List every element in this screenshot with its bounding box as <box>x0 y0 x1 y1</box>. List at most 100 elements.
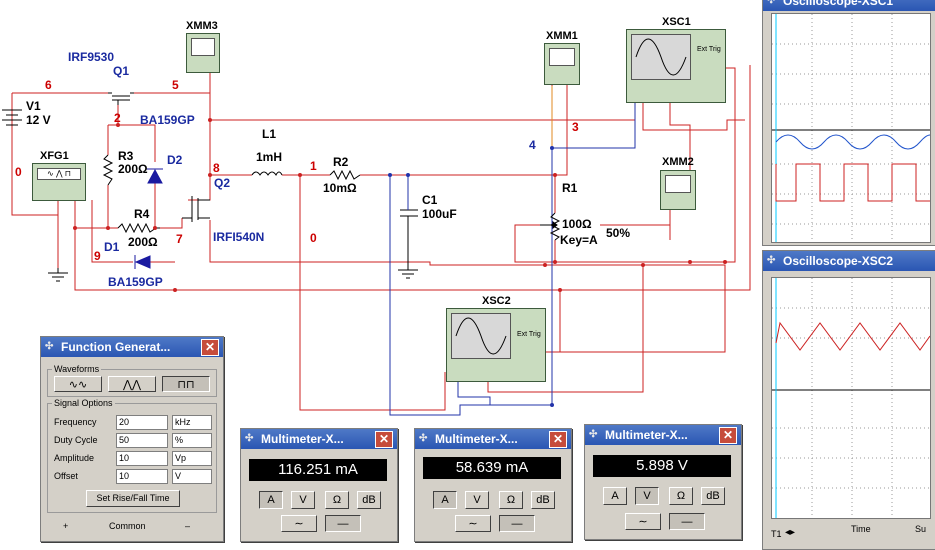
triangle-wave-button[interactable]: ⋀⋀ <box>108 376 156 392</box>
amplitude-input[interactable]: 10 <box>116 451 168 466</box>
xsc1-instrument[interactable]: Ext Trig <box>626 29 726 103</box>
function-generator-titlebar[interactable]: ✣ Function Generat... <box>41 337 223 357</box>
voltmeter-button[interactable]: V <box>291 491 315 509</box>
close-icon: ✕ <box>378 432 390 446</box>
duty-cycle-input[interactable]: 50 <box>116 433 168 448</box>
ac-mode-button[interactable]: ∼ <box>625 513 661 530</box>
v1-value: 12 V <box>26 113 51 127</box>
offset-unit-select[interactable]: V <box>172 469 212 484</box>
signal-options-group: Signal Options Frequency 20 kHz Duty Cyc… <box>47 398 217 513</box>
multimeter-1-title: Multimeter-X... <box>261 432 344 446</box>
xmm3-instrument[interactable] <box>186 33 220 73</box>
xmm1-instrument[interactable] <box>544 43 580 85</box>
multimeter-window-3[interactable]: ✣ Multimeter-X... ✕ 5.898 V A V Ω dB ∼ — <box>584 424 742 540</box>
multimeter-window-1[interactable]: ✣ Multimeter-X... ✕ 116.251 mA A V Ω dB … <box>240 428 398 542</box>
triangle-wave-icon: ⋀⋀ <box>122 379 142 391</box>
xsc2-t1-label: T1 <box>771 529 782 539</box>
node-label-3: 3 <box>572 120 579 134</box>
ohmmeter-button[interactable]: Ω <box>669 487 693 505</box>
set-rise-fall-time-button[interactable]: Set Rise/Fall Time <box>86 490 180 507</box>
ac-mode-button[interactable]: ∼ <box>455 515 491 532</box>
ohmmeter-button[interactable]: Ω <box>499 491 523 509</box>
frequency-input[interactable]: 20 <box>116 415 168 430</box>
app-icon: ✣ <box>419 433 428 444</box>
dc-mode-button[interactable]: — <box>325 515 361 532</box>
voltmeter-button[interactable]: V <box>465 491 489 509</box>
dc-mode-button[interactable]: — <box>499 515 535 532</box>
offset-input[interactable]: 10 <box>116 469 168 484</box>
xsc1-trace-svg <box>772 14 931 242</box>
voltmeter-button[interactable]: V <box>635 487 659 505</box>
xsc2-titlebar[interactable]: ✣ Oscilloscope-XSC2 <box>763 251 935 271</box>
frequency-unit-select[interactable]: kHz <box>172 415 212 430</box>
multimeter-1-titlebar[interactable]: ✣ Multimeter-X... <box>241 429 397 449</box>
ammeter-button[interactable]: A <box>433 491 457 509</box>
xsc2-bottom-controls: T1 ◂▸ Time Su <box>769 523 929 545</box>
xsc2-time-label: Time <box>851 524 871 534</box>
dc-line-icon: — <box>511 518 523 530</box>
db-button[interactable]: dB <box>531 491 555 509</box>
ac-mode-button[interactable]: ∼ <box>281 515 317 532</box>
waveforms-label: Waveforms <box>52 364 102 374</box>
close-icon: ✕ <box>722 428 734 442</box>
close-button[interactable]: ✕ <box>549 431 567 448</box>
xmm1-meter-icon <box>549 48 575 66</box>
xfg1-instrument[interactable]: ∿ ⋀ ⊓ <box>32 163 86 201</box>
xsc1-screen-icon <box>631 34 691 80</box>
oscilloscope-xsc1-window[interactable]: ✣ Oscilloscope-XSC1 <box>762 0 935 246</box>
ammeter-button[interactable]: A <box>603 487 627 505</box>
duty-cycle-label: Duty Cycle <box>54 435 98 445</box>
xmm3-label: XMM3 <box>186 20 218 32</box>
sine-wave-icon: ∼ <box>638 516 648 528</box>
waveforms-group: Waveforms ∿∿ ⋀⋀ ⊓⊓ <box>47 364 217 397</box>
close-button[interactable]: ✕ <box>375 431 393 448</box>
xmm1-label: XMM1 <box>546 30 578 42</box>
dc-mode-button[interactable]: — <box>669 513 705 530</box>
r1-ref: R1 <box>562 181 578 195</box>
v1-ref: V1 <box>26 99 41 113</box>
l1-value: 1mH <box>256 150 283 164</box>
q2-ref: Q2 <box>214 176 231 190</box>
xmm2-instrument[interactable] <box>660 170 696 210</box>
app-icon: ✣ <box>245 433 254 444</box>
xsc1-screen <box>771 13 931 243</box>
sine-wave-button[interactable]: ∿∿ <box>54 376 102 392</box>
ammeter-button[interactable]: A <box>259 491 283 509</box>
t1-arrows[interactable]: ◂▸ <box>785 527 796 538</box>
dc-line-icon: — <box>681 516 693 528</box>
close-button[interactable]: ✕ <box>719 427 737 444</box>
node-label-0-left: 0 <box>15 165 22 179</box>
app-icon: ✣ <box>767 255 776 266</box>
xsc1-titlebar[interactable]: ✣ Oscilloscope-XSC1 <box>763 0 935 11</box>
r4-ref: R4 <box>134 207 150 221</box>
xsc2-instrument[interactable]: Ext Trig <box>446 308 546 382</box>
sine-wave-icon: ∿∿ <box>68 379 88 391</box>
xsc2-screen-icon <box>451 313 511 359</box>
xsc2-title: Oscilloscope-XSC2 <box>783 254 894 268</box>
close-button[interactable]: ✕ <box>201 339 219 356</box>
multimeter-2-titlebar[interactable]: ✣ Multimeter-X... <box>415 429 571 449</box>
duty-cycle-unit[interactable]: % <box>172 433 212 448</box>
function-generator-window[interactable]: ✣ Function Generat... ✕ Waveforms ∿∿ ⋀⋀ … <box>40 336 224 542</box>
xsc2-ext-trig: Ext Trig <box>517 331 541 338</box>
app-icon: ✣ <box>767 0 776 6</box>
multimeter-2-title: Multimeter-X... <box>435 432 518 446</box>
square-wave-button[interactable]: ⊓⊓ <box>162 376 210 392</box>
r3-ref: R3 <box>118 149 134 163</box>
ohmmeter-button[interactable]: Ω <box>325 491 349 509</box>
node-label-9: 9 <box>94 249 101 263</box>
oscilloscope-xsc2-window[interactable]: ✣ Oscilloscope-XSC2 T1 ◂▸ Time Su <box>762 250 935 550</box>
r1-key: Key=A <box>560 233 598 247</box>
r2-value: 10mΩ <box>323 181 357 195</box>
sine-wave-icon: ∼ <box>294 518 304 530</box>
multimeter-1-reading: 116.251 mA <box>249 459 387 481</box>
multimeter-3-titlebar[interactable]: ✣ Multimeter-X... <box>585 425 741 445</box>
common-terminal-label: Common <box>109 521 146 531</box>
xsc2-su-label: Su <box>915 524 927 534</box>
q1-ref: Q1 <box>113 64 130 78</box>
node-label-2: 2 <box>114 111 121 125</box>
amplitude-unit-select[interactable]: Vp <box>172 451 212 466</box>
db-button[interactable]: dB <box>701 487 725 505</box>
db-button[interactable]: dB <box>357 491 381 509</box>
multimeter-window-2[interactable]: ✣ Multimeter-X... ✕ 58.639 mA A V Ω dB ∼… <box>414 428 572 542</box>
